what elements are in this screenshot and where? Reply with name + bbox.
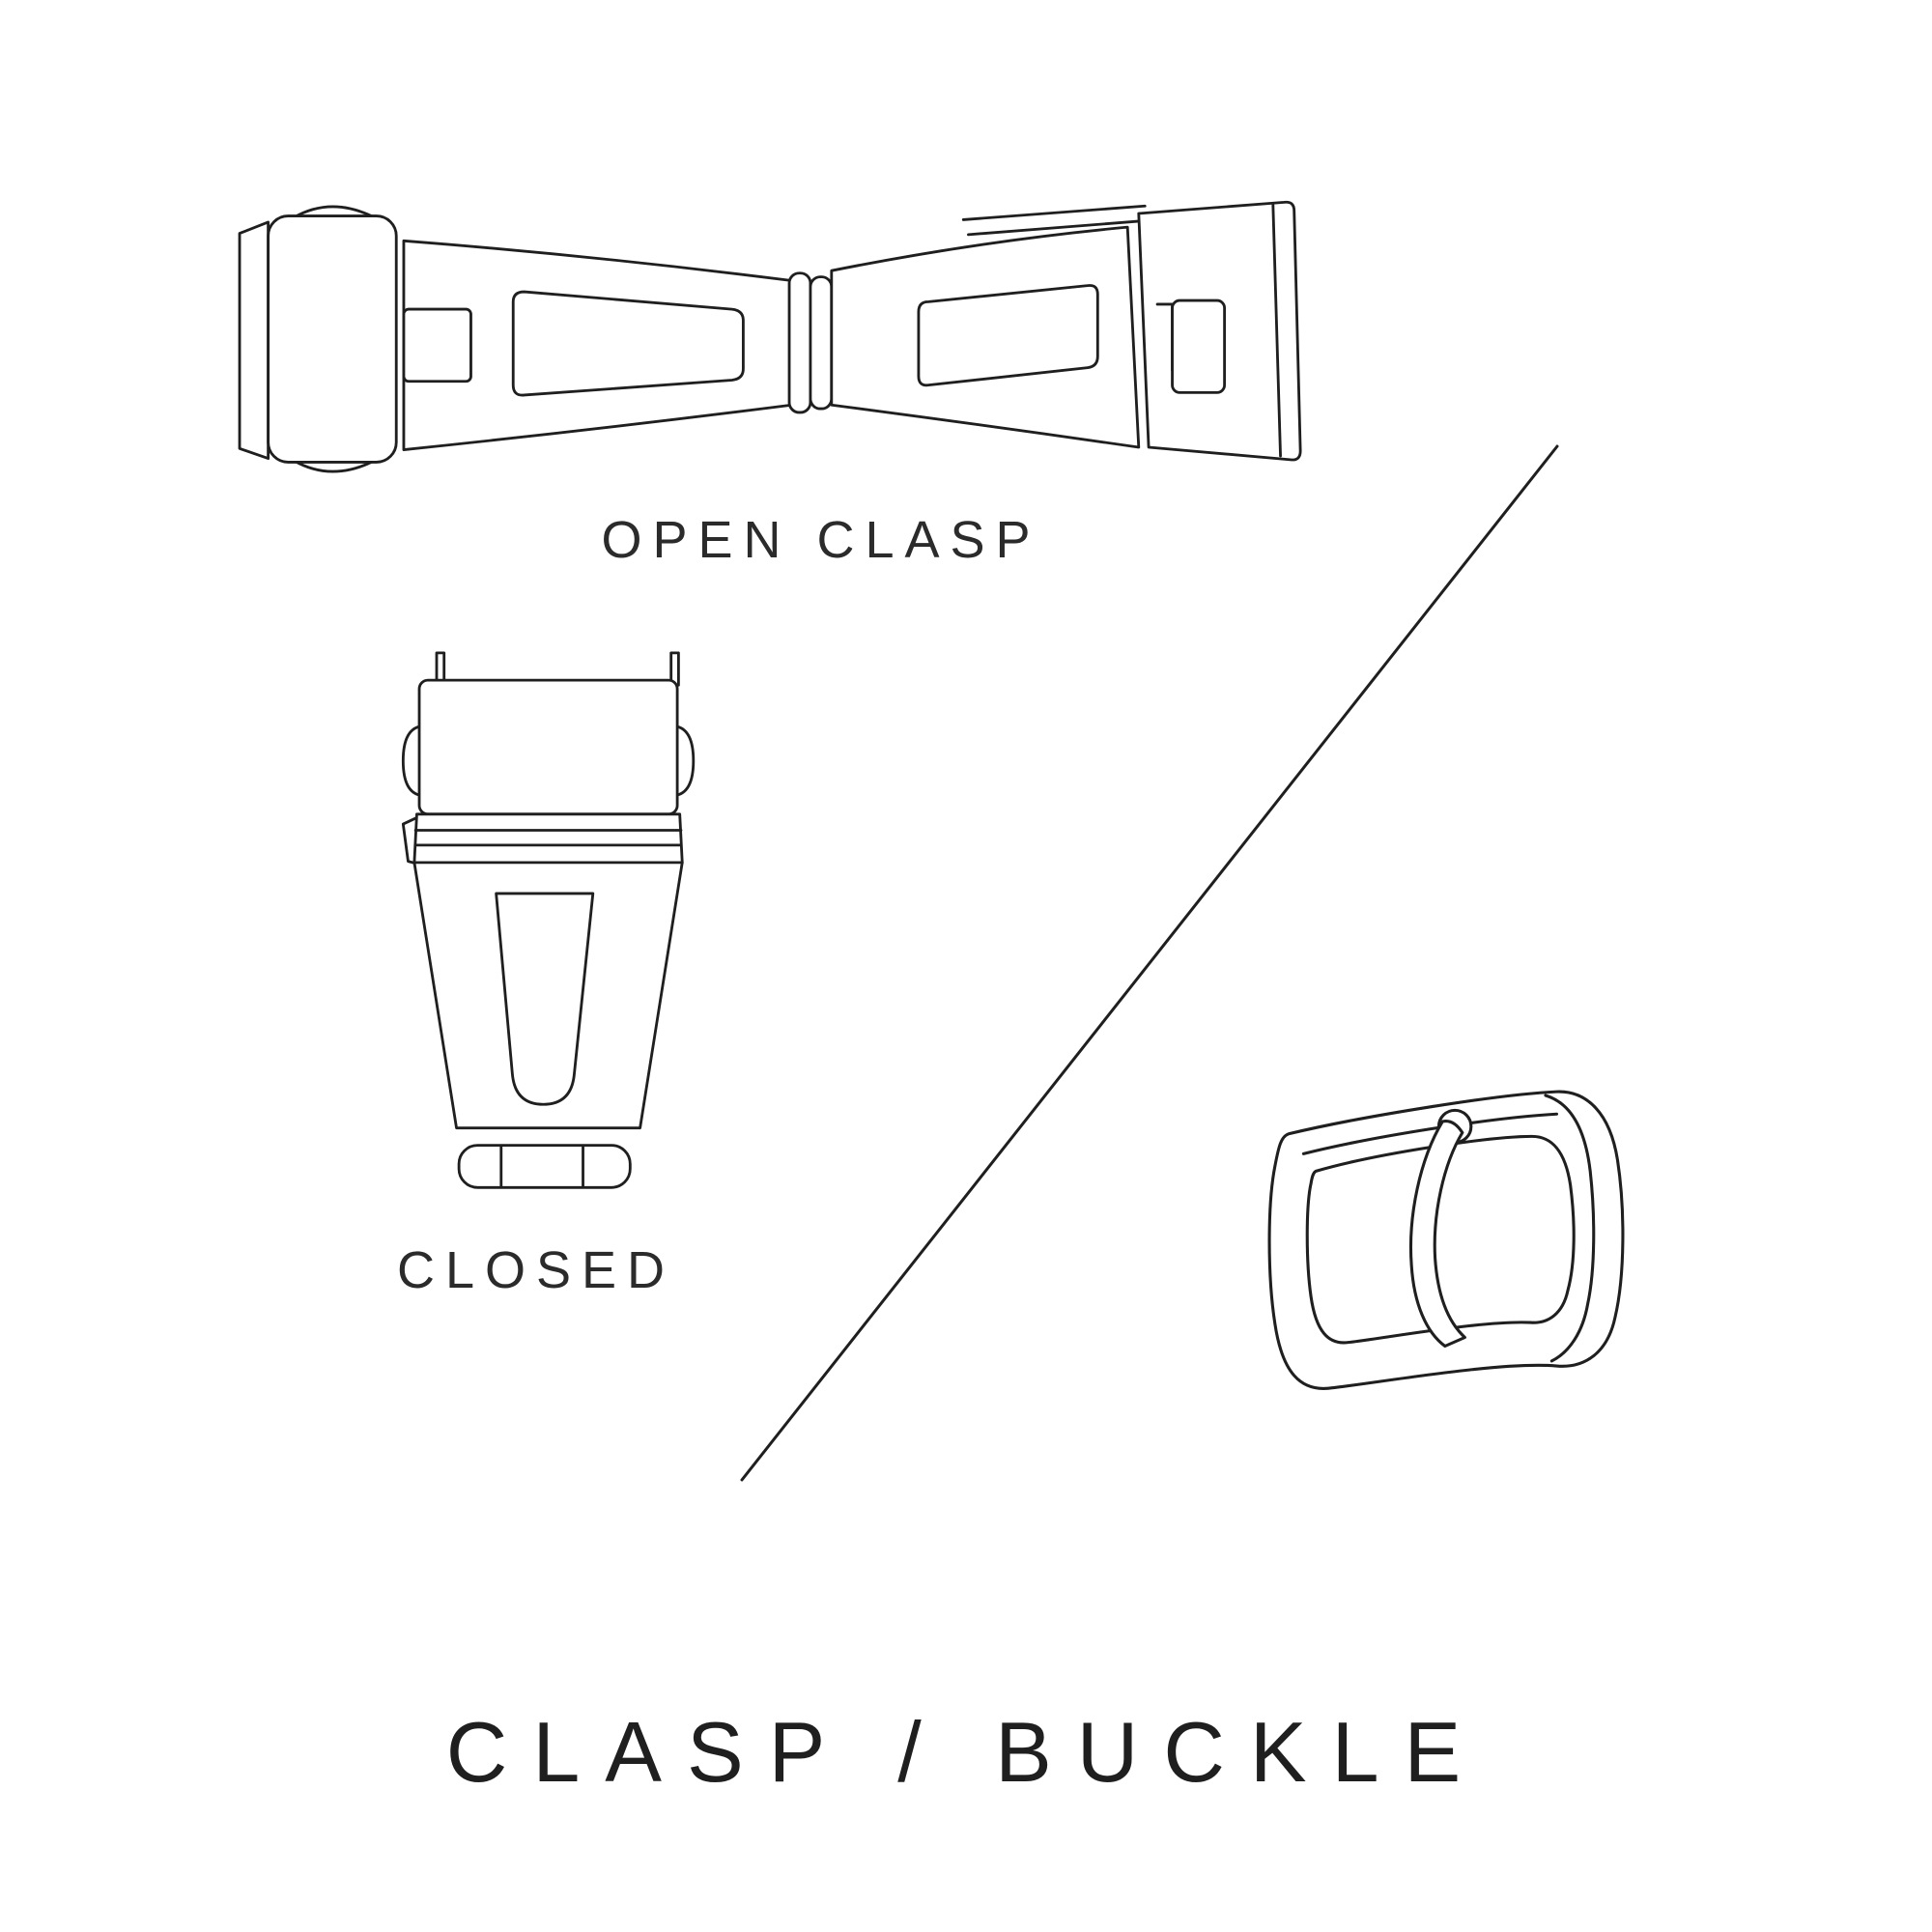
closed-clasp-label: CLOSED bbox=[396, 1241, 676, 1299]
buckle-pin bbox=[1409, 1120, 1466, 1349]
end-plate-inner-line bbox=[1271, 203, 1282, 458]
open-clasp-label: OPEN CLASP bbox=[601, 511, 1041, 569]
closed-clasp-illustration bbox=[401, 651, 696, 1189]
open-clasp-illustration bbox=[238, 200, 1302, 473]
buckle-illustration bbox=[1267, 1090, 1625, 1390]
clasp-end-bar bbox=[238, 220, 270, 461]
top-strip-line bbox=[961, 204, 1147, 221]
clasp-body-slot bbox=[495, 892, 595, 1106]
left-blade-notch bbox=[402, 307, 472, 384]
bottom-cap bbox=[457, 1144, 632, 1189]
buckle-crossbar bbox=[1301, 1112, 1559, 1155]
buckle-opening bbox=[1305, 1134, 1576, 1345]
left-ear bbox=[401, 724, 424, 797]
right-ear bbox=[673, 724, 696, 797]
hinge-outer bbox=[787, 271, 812, 414]
diagram-title: CLASP / BUCKLE bbox=[445, 1704, 1487, 1800]
left-blade-slot bbox=[511, 290, 745, 397]
catch-rect bbox=[1171, 298, 1227, 394]
clasp-end-block bbox=[267, 214, 398, 464]
right-blade-slot bbox=[917, 284, 1099, 387]
top-block bbox=[417, 678, 679, 816]
hinge-inner bbox=[809, 275, 834, 411]
top-strip-line2 bbox=[966, 219, 1145, 237]
buckle-cap-inner-line bbox=[1544, 1094, 1596, 1363]
band bbox=[412, 812, 684, 865]
